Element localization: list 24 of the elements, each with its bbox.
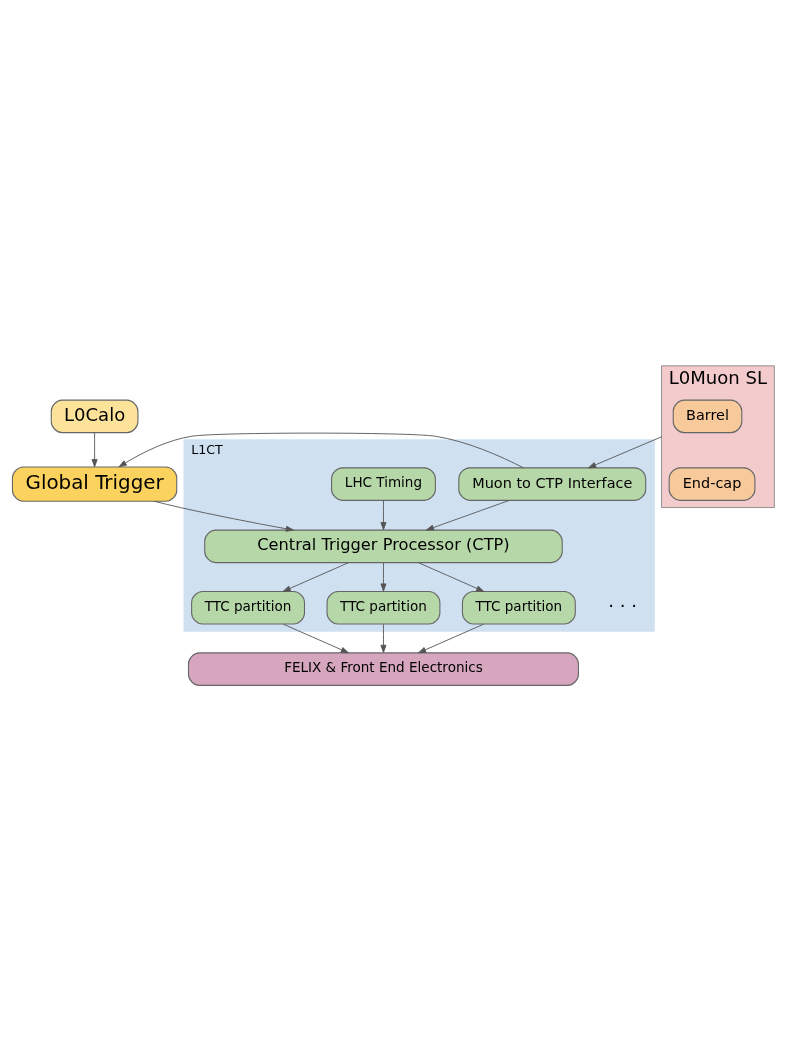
node-box: TTC partition	[326, 590, 441, 625]
node-box: FELIX & Front End Electronics	[187, 652, 579, 686]
arrow	[282, 562, 349, 592]
node-box: Muon to CTP Interface	[458, 467, 647, 501]
arrow	[380, 562, 387, 592]
node-box: TTC partition	[191, 590, 305, 625]
node-box: End-cap	[668, 467, 756, 501]
node-box: LHC Timing	[331, 467, 436, 501]
label: · · ·	[608, 595, 638, 617]
arrow	[588, 436, 662, 469]
node-box: L0Calo	[50, 399, 139, 434]
node-box: Barrel	[672, 399, 743, 434]
node-box: Central Trigger Processor (CTP)	[204, 529, 563, 564]
arrow	[153, 500, 294, 532]
arrow	[380, 623, 387, 653]
arrow	[118, 432, 524, 469]
arrow	[418, 623, 485, 654]
arrow	[282, 623, 349, 654]
arrow	[418, 562, 485, 592]
arrow	[91, 432, 98, 468]
node-box: Global Trigger	[11, 466, 178, 502]
node-box: TTC partition	[461, 590, 576, 625]
arrow	[425, 499, 510, 531]
arrow	[380, 500, 387, 531]
